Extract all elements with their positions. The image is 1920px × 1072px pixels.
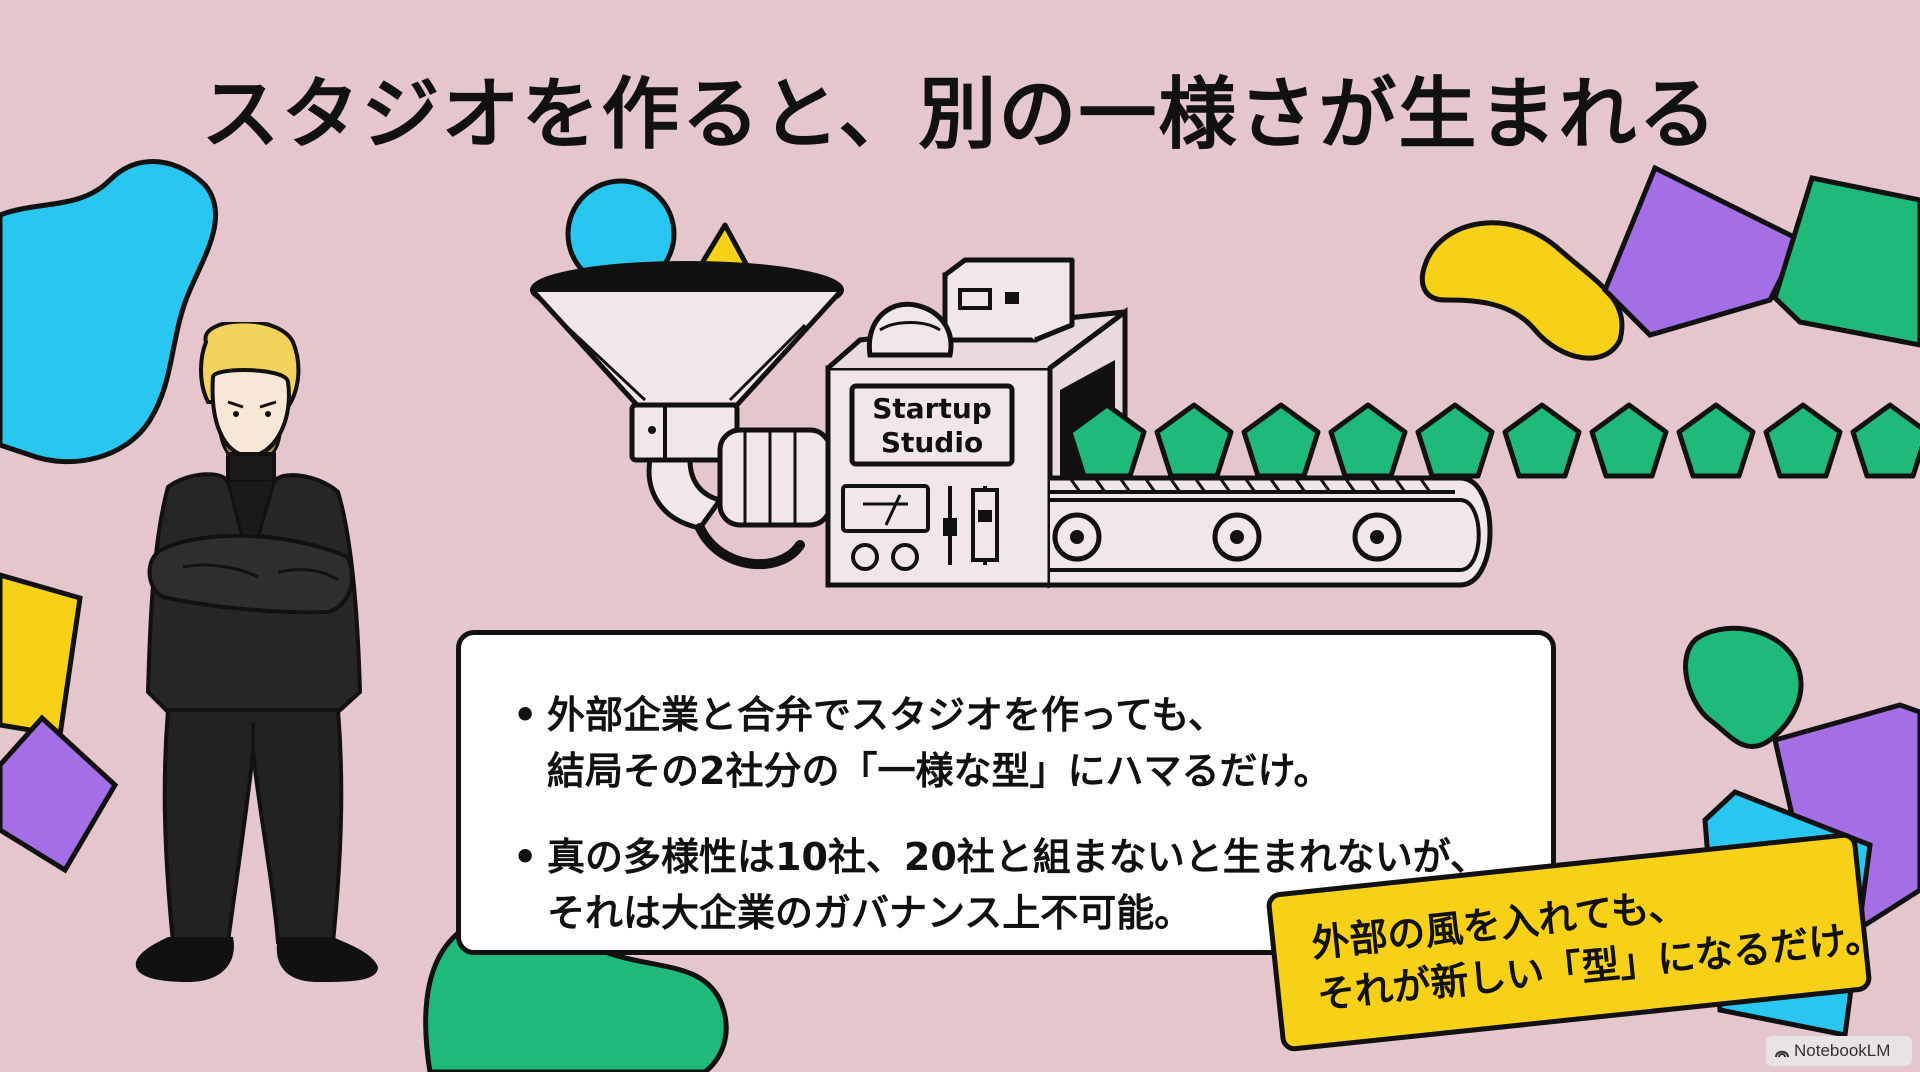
pentagon-icon: [1067, 402, 1147, 479]
pentagon-icon: [1850, 402, 1920, 479]
machine-label-line2: Studio: [881, 426, 983, 459]
machine-label-line1: Startup: [872, 392, 992, 425]
yellow-bean-shape: [1419, 220, 1625, 361]
funnel-icon: [530, 261, 844, 570]
bullet-dot: •: [513, 835, 538, 879]
notebooklm-logo-icon: [1775, 1050, 1789, 1057]
page-title: スタジオを作ると、別の一様さが生まれる: [201, 70, 1719, 160]
pentagon-icon: [1676, 402, 1756, 479]
bullet-line: 結局その2社分の「一様な型」にハマるだけ。: [547, 749, 1332, 793]
pentagon-row: [1067, 402, 1920, 479]
bullet-line: 真の多様性は10社、20社と組まないと生まれないが、: [547, 835, 1489, 879]
businessman-illustration: [135, 322, 378, 982]
bullet-dot: •: [513, 693, 538, 737]
cyan-blob-shape: [0, 159, 219, 465]
pentagon-icon: [1763, 402, 1843, 479]
conveyor-belt-icon: [1050, 475, 1493, 588]
bullet-item: • 外部企業と合弁でスタジオを作っても、 結局その2社分の「一様な型」にハマるだ…: [513, 687, 1511, 799]
pentagon-icon: [1154, 402, 1234, 479]
pentagon-icon: [1241, 402, 1321, 479]
watermark-text: NotebookLM: [1794, 1041, 1891, 1060]
notebooklm-watermark: NotebookLM: [1766, 1036, 1912, 1066]
green-square-shape: [1772, 175, 1920, 348]
pentagon-icon: [1415, 402, 1495, 479]
bullet-line: それは大企業のガバナンス上不可能。: [547, 891, 1193, 935]
purple-diamond-shape: [1602, 164, 1804, 338]
pentagon-icon: [1589, 402, 1669, 479]
pentagon-icon: [1502, 402, 1582, 479]
bullet-item: • 真の多様性は10社、20社と組まないと生まれないが、 それは大企業のガバナン…: [513, 829, 1511, 941]
purple-square-shape: [0, 714, 119, 874]
pentagon-icon: [1328, 402, 1408, 479]
green-blob-right-shape: [1683, 625, 1804, 749]
bullet-line: 外部企業と合弁でスタジオを作っても、: [547, 693, 1227, 737]
